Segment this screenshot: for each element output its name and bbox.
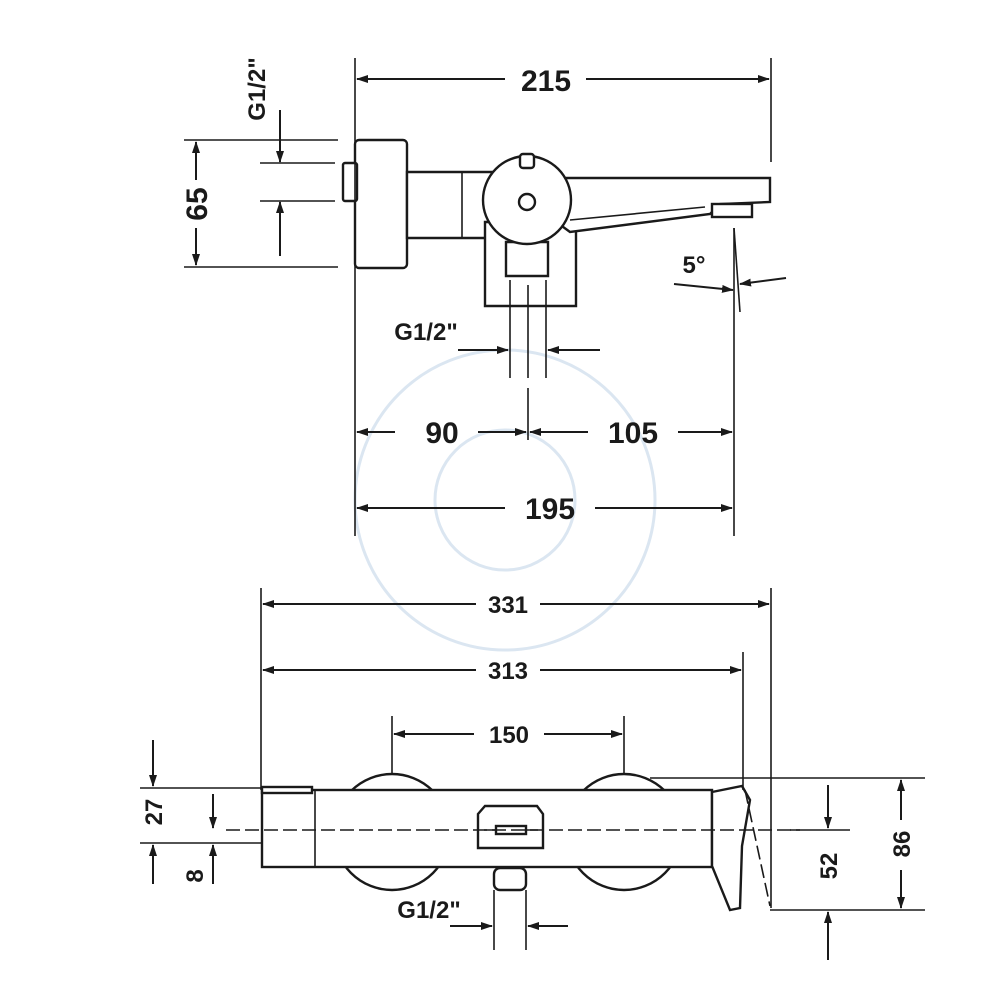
thread-bottom-label: G1/2" [394, 319, 457, 346]
dim-52: 52 [816, 853, 843, 880]
dim-86: 86 [889, 831, 916, 858]
rosette-knob [341, 161, 359, 203]
dim-65: 65 [181, 187, 214, 220]
side-view: 215 65 G1/2" G1/2" 5° 90 105 195 [181, 57, 787, 536]
dim-215: 215 [521, 65, 571, 98]
front-view: 331 313 150 27 8 52 86 G1/2" [140, 588, 925, 960]
spout-front [710, 784, 752, 912]
angle-label: 5° [683, 252, 706, 279]
handle-hole [517, 192, 537, 212]
dim-331: 331 [488, 592, 528, 619]
dim-90: 90 [425, 417, 458, 450]
dim-313: 313 [488, 658, 528, 685]
dim-195: 195 [525, 493, 575, 526]
dim-8: 8 [182, 869, 209, 882]
wall-rosette [353, 138, 409, 270]
outlet-nipple [492, 866, 528, 892]
dim-27: 27 [141, 799, 168, 826]
dim-150: 150 [489, 722, 529, 749]
thread-top-label: G1/2" [244, 57, 271, 120]
dim-105: 105 [608, 417, 658, 450]
thread-outlet-label: G1/2" [397, 897, 460, 924]
